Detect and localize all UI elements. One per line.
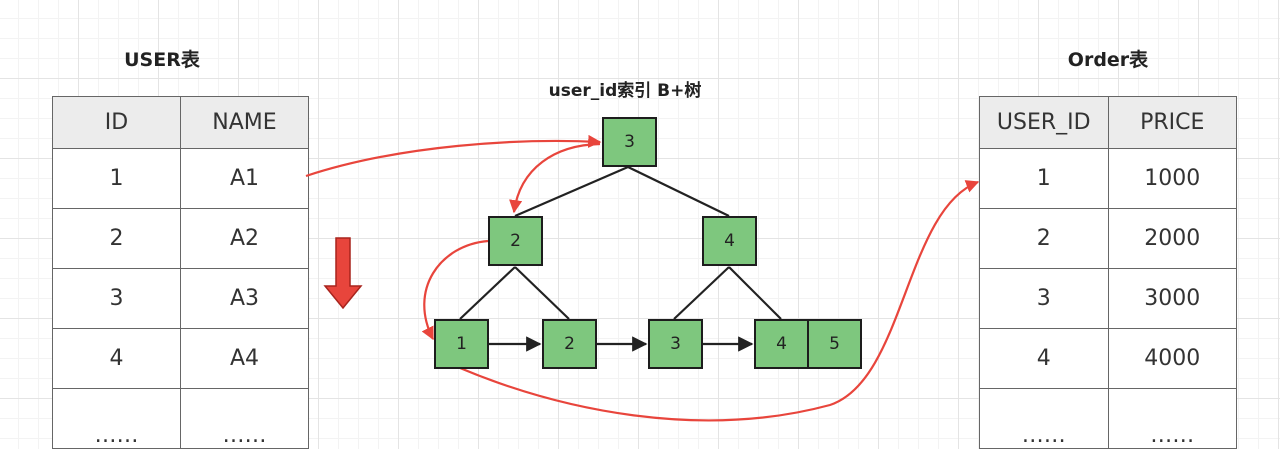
table-row: 2 2000 — [979, 208, 1237, 269]
tree-title: user_id索引 B+树 — [548, 81, 702, 101]
table-row: 2 A2 — [52, 208, 309, 269]
user-table: ID NAME 1 A1 2 A2 3 A3 4 A4 …… …… — [52, 96, 309, 449]
lookup-arrow-user-to-root — [305, 134, 602, 178]
tree-leaf-node: 5 — [807, 319, 862, 369]
table-row: 3 3000 — [979, 268, 1237, 329]
table-cell: 2 — [52, 208, 181, 269]
tree-leaf-node: 4 — [754, 319, 809, 369]
scan-direction-arrow-icon — [323, 237, 363, 309]
tree-leaf-node: 1 — [434, 319, 489, 369]
table-row: 1 A1 — [52, 148, 309, 209]
tree-internal-node: 4 — [702, 216, 757, 266]
table-cell: 4 — [979, 328, 1109, 389]
tree-edge — [514, 165, 629, 218]
tree-edge — [459, 266, 516, 320]
table-row: 1 1000 — [979, 148, 1237, 209]
tree-internal-node: 2 — [488, 216, 543, 266]
table-cell: A4 — [180, 328, 309, 389]
table-cell: 1 — [52, 148, 181, 209]
table-header-row: USER_ID PRICE — [979, 96, 1237, 149]
table-cell: 1000 — [1107, 148, 1237, 209]
user-table-title: USER表 — [124, 49, 200, 71]
tree-edge — [627, 166, 730, 217]
tree-leaf-node: 3 — [648, 319, 703, 369]
diagram-connectors — [305, 134, 980, 422]
column-header: ID — [52, 96, 181, 149]
lookup-arrow-root-to-node2 — [509, 142, 601, 214]
table-cell: 4000 — [1107, 328, 1237, 389]
column-header: NAME — [180, 96, 309, 149]
tree-leaf-node: 2 — [542, 319, 597, 369]
table-cell: 3 — [979, 268, 1109, 329]
table-cell: 2000 — [1107, 208, 1237, 269]
lookup-arrow-leaf1-to-order — [459, 180, 980, 422]
tree-root-node: 3 — [602, 117, 657, 167]
tree-edge — [728, 266, 782, 320]
table-row: 3 A3 — [52, 268, 309, 329]
table-cell: 2 — [979, 208, 1109, 269]
tree-edge — [514, 266, 570, 320]
lookup-arrow-node2-to-leaf1 — [421, 239, 489, 341]
table-row: 4 4000 — [979, 328, 1237, 389]
column-header: USER_ID — [979, 96, 1109, 149]
column-header: PRICE — [1107, 96, 1237, 149]
table-header-row: ID NAME — [52, 96, 309, 149]
table-cell: 3 — [52, 268, 181, 329]
table-cell: A1 — [180, 148, 309, 209]
table-cell: A3 — [180, 268, 309, 329]
tree-edge — [673, 266, 730, 320]
order-table-title: Order表 — [1067, 49, 1149, 71]
